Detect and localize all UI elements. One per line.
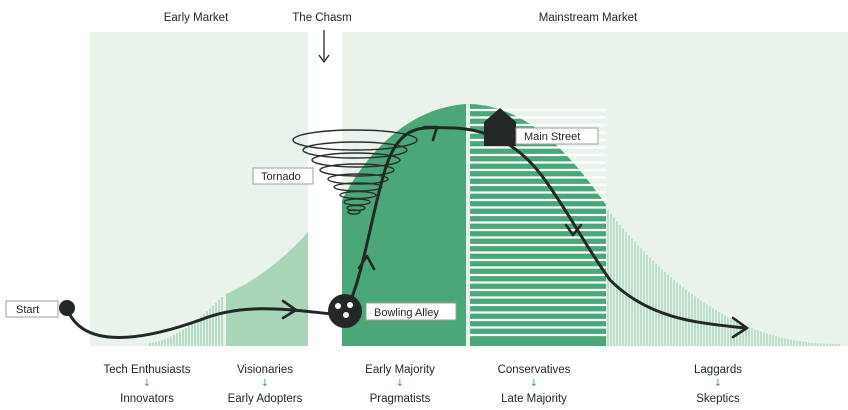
segment-arrow-icon: ↓: [261, 378, 269, 389]
start-dot: [59, 300, 75, 316]
segment-top-label: Tech Enthusiasts: [104, 364, 191, 376]
segment-bottom-label: Early Adopters: [228, 393, 303, 405]
tornado-label: Tornado: [261, 171, 301, 183]
segment-top-label: Visionaries: [237, 364, 293, 376]
mainstream-market-header: Mainstream Market: [539, 12, 638, 24]
laggards-hatch: [607, 210, 840, 346]
segment-conservatives: Conservatives ↓ Late Majority: [498, 364, 571, 405]
early-market-header: Early Market: [164, 12, 229, 24]
innovators-hatch: [149, 297, 223, 346]
segment-arrow-icon: ↓: [714, 378, 722, 389]
segment-bottom-label: Skeptics: [696, 393, 740, 405]
late-majority-segment: [470, 104, 606, 346]
segment-arrow-icon: ↓: [143, 378, 151, 389]
tornado-label-box: [252, 167, 314, 185]
segment-bottom-label: Pragmatists: [370, 393, 431, 405]
segment-visionaries: Visionaries ↓ Early Adopters: [228, 364, 303, 405]
bowling-alley-label: Bowling Alley: [374, 307, 439, 319]
path-arrow-1: [281, 299, 298, 320]
start-label: Start: [16, 304, 39, 316]
visionaries-segment: [226, 232, 308, 346]
path-arrow-4: [564, 223, 583, 237]
segment-arrow-icon: ↓: [530, 378, 538, 389]
chasm-arrow-head: [318, 54, 330, 64]
main-street-label: Main Street: [524, 131, 580, 143]
segment-tech-enthusiasts: Tech Enthusiasts ↓ Innovators: [104, 364, 191, 405]
adoption-path: [65, 126, 747, 339]
segment-early-majority: Early Majority ↓ Pragmatists: [365, 364, 435, 405]
bowling-alley-label-box: [365, 302, 457, 321]
bowling-ball-icon: [328, 294, 362, 328]
main-street-label-box: [515, 127, 599, 145]
chasm-header: The Chasm: [292, 12, 351, 24]
house-icon: [484, 108, 516, 146]
segment-laggards: Laggards ↓ Skeptics: [694, 364, 742, 405]
path-arrow-3: [422, 125, 439, 142]
path-arrow-2: [357, 254, 376, 271]
segment-bottom-label: Late Majority: [501, 393, 567, 405]
segment-top-label: Early Majority: [365, 364, 435, 376]
segment-top-label: Conservatives: [498, 364, 571, 376]
start-label-box: [5, 300, 59, 318]
segment-top-label: Laggards: [694, 364, 742, 376]
segment-arrow-icon: ↓: [396, 378, 404, 389]
tornado-icon: [292, 129, 418, 215]
path-arrow-5: [731, 316, 749, 339]
segment-bottom-label: Innovators: [120, 393, 174, 405]
